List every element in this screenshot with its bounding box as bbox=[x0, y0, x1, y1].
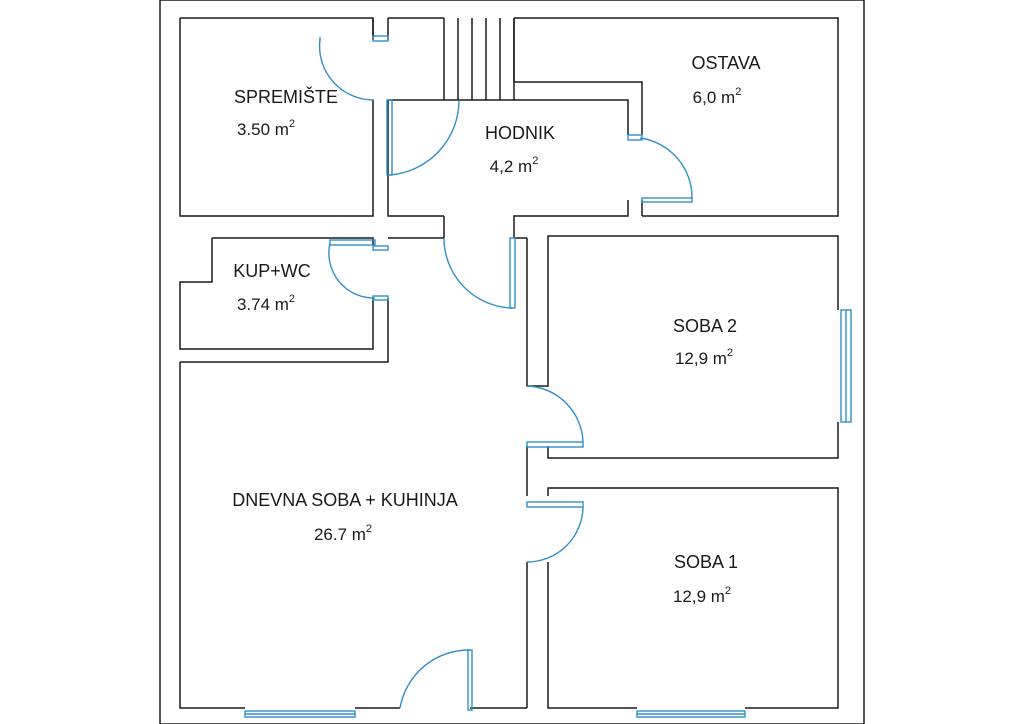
kupwc-outer-walls bbox=[180, 298, 389, 363]
room-name-dnevna: DNEVNA SOBA + KUHINJA bbox=[232, 490, 458, 510]
room-area-kupwc: 3.74 m2 bbox=[237, 293, 295, 314]
spremiste-walls bbox=[179, 18, 374, 217]
door-kupwc[interactable] bbox=[328, 239, 389, 301]
outer-wall bbox=[159, 0, 865, 724]
window-soba2 bbox=[840, 309, 852, 423]
hodnik-top-wall bbox=[388, 99, 629, 135]
room-name-spremiste: SPREMIŠTE bbox=[234, 86, 338, 107]
soba1-walls bbox=[547, 487, 839, 709]
room-area-dnevna: 26.7 m2 bbox=[314, 523, 372, 544]
stairs bbox=[443, 18, 515, 100]
window-soba1 bbox=[636, 710, 746, 718]
hodnik-left-wall bbox=[387, 18, 444, 217]
room-area-hodnik: 4,2 m2 bbox=[490, 155, 539, 176]
room-area-soba1: 12,9 m2 bbox=[673, 585, 731, 606]
room-name-ostava: OSTAVA bbox=[691, 53, 760, 73]
doors bbox=[244, 35, 852, 718]
room-name-soba2: SOBA 2 bbox=[673, 316, 737, 336]
dnevna-walls bbox=[179, 362, 527, 709]
window-dnevna bbox=[244, 710, 356, 718]
room-name-kupwc: KUP+WC bbox=[233, 261, 311, 281]
room-name-hodnik: HODNIK bbox=[485, 123, 555, 143]
room-name-soba1: SOBA 1 bbox=[674, 552, 738, 572]
hodnik-bottom-wall bbox=[513, 200, 629, 238]
room-area-soba2: 12,9 m2 bbox=[675, 347, 733, 368]
door-soba2[interactable] bbox=[526, 385, 584, 448]
door-ostava[interactable] bbox=[627, 134, 693, 203]
ostava-left-wall bbox=[513, 18, 643, 135]
room-area-ostava: 6,0 m2 bbox=[693, 86, 742, 107]
walls bbox=[159, 0, 865, 724]
door-spremiste[interactable] bbox=[318, 35, 389, 101]
door-hodnik-bottom[interactable] bbox=[443, 237, 516, 309]
kupwc-walls bbox=[179, 237, 444, 350]
soba2-walls bbox=[526, 235, 839, 459]
room-labels: SPREMIŠTE 3.50 m2 HODNIK 4,2 m2 OSTAVA 6… bbox=[232, 53, 760, 606]
room-area-spremiste: 3.50 m2 bbox=[237, 118, 295, 139]
door-soba1[interactable] bbox=[526, 501, 584, 563]
north-inner-wall bbox=[180, 17, 839, 217]
door-entrance[interactable] bbox=[399, 649, 473, 711]
door-hodnik-left[interactable] bbox=[386, 99, 460, 176]
